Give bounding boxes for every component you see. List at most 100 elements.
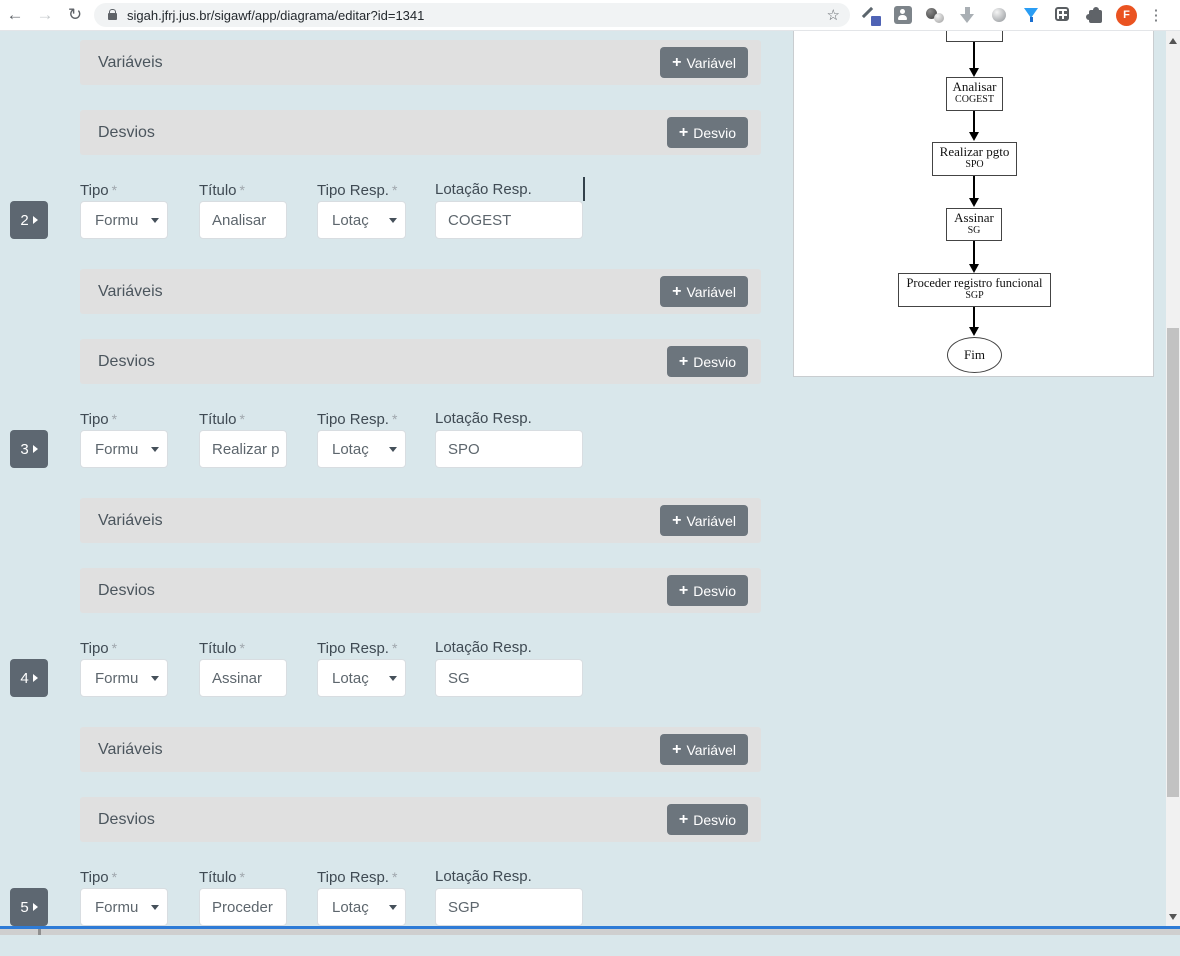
flow-node-fim: Fim (947, 337, 1002, 373)
add-desvio-label: Desvio (693, 124, 736, 141)
chevron-down-icon (389, 217, 397, 223)
add-variavel-button[interactable]: + Variável (660, 505, 748, 536)
desvios-bar: Desvios + Desvio (80, 110, 761, 155)
puzzle-extensions-icon[interactable] (1084, 4, 1106, 26)
variaveis-label: Variáveis (98, 282, 163, 300)
add-variavel-label: Variável (686, 741, 736, 758)
titulo-input[interactable]: Analisar (199, 201, 287, 239)
add-desvio-button[interactable]: + Desvio (666, 575, 748, 606)
lock-icon[interactable] (108, 8, 117, 20)
url-bar[interactable]: sigah.jfrj.jus.br/sigawf/app/diagrama/ed… (94, 3, 850, 27)
add-variavel-button[interactable]: + Variável (660, 47, 748, 78)
flow-node-subtitle: SG (967, 225, 981, 236)
eyedropper-extension-icon[interactable] (860, 4, 882, 26)
flow-node-title: Proceder registro funcional (906, 276, 1043, 290)
desvios-bar: Desvios + Desvio (80, 797, 761, 842)
flow-node-subtitle: SPO (965, 159, 984, 170)
flow-connector-line (973, 111, 975, 132)
flow-node-assinar: Assinar SG (946, 208, 1002, 241)
required-mark: * (239, 640, 245, 656)
step-number: 3 (20, 440, 29, 458)
download-arrow-extension-icon[interactable] (956, 4, 978, 26)
titulo-input[interactable]: Assinar (199, 659, 287, 697)
step-badge-4[interactable]: 4 (10, 659, 48, 697)
lotacao-resp-label: Lotação Resp. (435, 868, 532, 885)
titulo-label: Título* (199, 182, 245, 199)
add-desvio-button[interactable]: + Desvio (666, 346, 748, 377)
reload-icon[interactable]: ↻ (67, 5, 83, 24)
desvios-bar: Desvios + Desvio (80, 339, 761, 384)
required-mark: * (111, 411, 118, 427)
url-text[interactable]: sigah.jfrj.jus.br/sigawf/app/diagrama/ed… (127, 7, 425, 23)
plus-icon: + (678, 810, 689, 828)
step-number: 5 (20, 898, 29, 916)
expand-triangle-icon (32, 903, 38, 911)
bookmark-star-icon[interactable]: ☆ (826, 7, 840, 24)
step-badge-2[interactable]: 2 (10, 201, 48, 239)
tipo-select[interactable]: Formu (80, 430, 168, 468)
titulo-input[interactable]: Proceder (199, 888, 287, 926)
scroll-down-icon[interactable] (1169, 914, 1177, 920)
flow-node-title: Fim (964, 347, 985, 362)
lotacao-resp-input[interactable]: COGEST (435, 201, 583, 239)
lotacao-resp-input[interactable]: SG (435, 659, 583, 697)
workflow-editor-column: Variáveis + Variável Desvios + Desvio 2 … (0, 30, 778, 956)
required-mark: * (391, 182, 398, 198)
flow-connector-line (973, 241, 975, 264)
add-desvio-button[interactable]: + Desvio (666, 804, 748, 835)
person-badge-extension-icon[interactable] (892, 4, 914, 26)
required-mark: * (239, 869, 245, 885)
add-desvio-button[interactable]: + Desvio (666, 117, 748, 148)
back-icon[interactable]: ← (6, 5, 24, 24)
add-variavel-button[interactable]: + Variável (660, 734, 748, 765)
required-mark: * (111, 182, 118, 198)
plus-icon: + (672, 740, 682, 758)
window-bottom-accent-line (0, 926, 1180, 929)
flow-node-title: Realizar pgto (939, 144, 1010, 159)
scroll-up-icon[interactable] (1169, 38, 1177, 44)
tipo-resp-label: Tipo Resp.* (317, 411, 398, 428)
flow-node-subtitle: COGEST (955, 94, 994, 105)
expand-triangle-icon (32, 216, 38, 224)
chevron-down-icon (389, 446, 397, 452)
blue-funnel-extension-icon[interactable] (1020, 4, 1042, 26)
add-variavel-label: Variável (686, 512, 736, 529)
plus-icon: + (672, 282, 682, 300)
tipo-resp-select[interactable]: Lotaç (317, 888, 406, 926)
tipo-label: Tipo* (80, 411, 118, 428)
variaveis-bar: Variáveis + Variável (80, 727, 761, 772)
lotacao-resp-label: Lotação Resp. (435, 410, 532, 427)
flow-node-realizar-pgto: Realizar pgto SPO (932, 142, 1017, 176)
step-badge-3[interactable]: 3 (10, 430, 48, 468)
tipo-resp-select[interactable]: Lotaç (317, 430, 406, 468)
tipo-select[interactable]: Formu (80, 201, 168, 239)
tipo-resp-select[interactable]: Lotaç (317, 659, 406, 697)
required-mark: * (391, 869, 398, 885)
required-mark: * (239, 182, 245, 198)
flow-node-subtitle: SGP (965, 290, 984, 301)
qr-code-extension-icon[interactable] (1052, 4, 1074, 26)
spheres-extension-icon[interactable] (924, 4, 946, 26)
profile-avatar[interactable]: F (1116, 4, 1137, 26)
scrollbar-thumb[interactable] (1167, 328, 1179, 797)
required-mark: * (391, 411, 398, 427)
titulo-input[interactable]: Realizar p (199, 430, 287, 468)
flow-arrowhead-icon (969, 132, 979, 141)
tipo-resp-select[interactable]: Lotaç (317, 201, 406, 239)
forward-icon[interactable]: → (36, 5, 54, 24)
expand-triangle-icon (32, 674, 38, 682)
tipo-select[interactable]: Formu (80, 888, 168, 926)
expand-triangle-icon (32, 445, 38, 453)
workflow-diagram-panel: Analisar COGEST Realizar pgto SPO Assina… (793, 30, 1154, 377)
step-badge-5[interactable]: 5 (10, 888, 48, 926)
sphere-extension-icon[interactable] (988, 4, 1010, 26)
desvios-label: Desvios (98, 810, 155, 828)
chevron-down-icon (151, 675, 159, 681)
chrome-menu-icon[interactable]: ⋮ (1148, 7, 1164, 24)
tipo-select[interactable]: Formu (80, 659, 168, 697)
lotacao-resp-input[interactable]: SPO (435, 430, 583, 468)
lotacao-resp-input[interactable]: SGP (435, 888, 583, 926)
lotacao-resp-label: Lotação Resp. (435, 181, 532, 198)
add-variavel-button[interactable]: + Variável (660, 276, 748, 307)
flow-arrowhead-icon (969, 198, 979, 207)
